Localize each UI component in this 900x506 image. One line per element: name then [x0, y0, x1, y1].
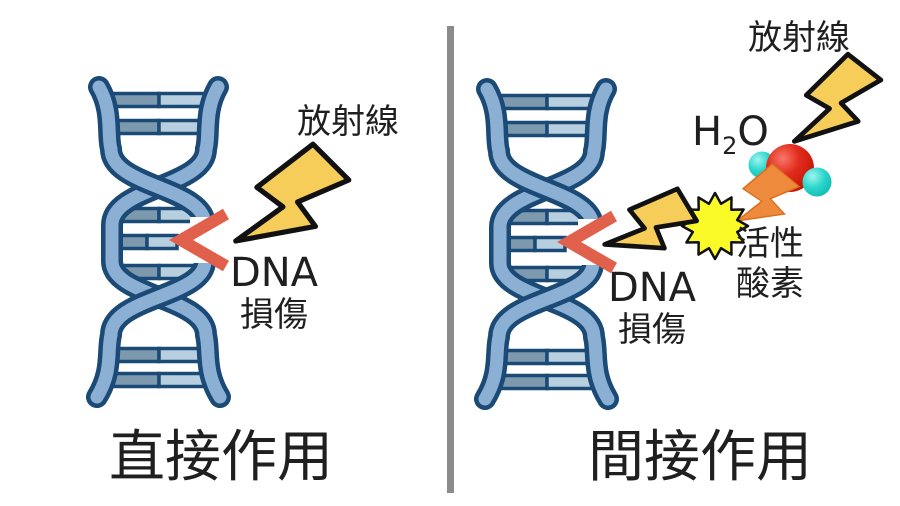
- water-molecule-icon: [748, 144, 832, 197]
- hydrogen-atom-icon: [802, 167, 832, 197]
- ros-line1: 活性: [736, 224, 804, 264]
- dna-helix-left-icon: [97, 87, 226, 397]
- dna-text: DNA: [607, 265, 697, 311]
- radiation-label-left: 放射線: [297, 102, 399, 142]
- ros-line2: 酸素: [736, 264, 804, 304]
- h2o-subscript: 2: [722, 132, 738, 160]
- caption-direct-action: 直接作用: [109, 425, 333, 490]
- panel-divider: [447, 26, 454, 493]
- dna-helix-right-icon: [485, 89, 614, 399]
- h2o-o: O: [737, 109, 769, 155]
- h2o-h: H: [692, 109, 723, 155]
- caption-indirect-action: 間接作用: [588, 425, 812, 490]
- dna-damage-label-left: DNA 損傷: [228, 253, 320, 332]
- reactive-oxygen-label: 活性 酸素: [736, 224, 804, 304]
- dna-text: DNA: [229, 250, 319, 296]
- dna-damage-label-right: DNA 損傷: [606, 268, 698, 347]
- damage-text: 損傷: [240, 295, 308, 335]
- damage-text: 損傷: [618, 310, 686, 350]
- h2o-label: H2O: [692, 112, 769, 158]
- radiation-label-right: 放射線: [748, 18, 850, 58]
